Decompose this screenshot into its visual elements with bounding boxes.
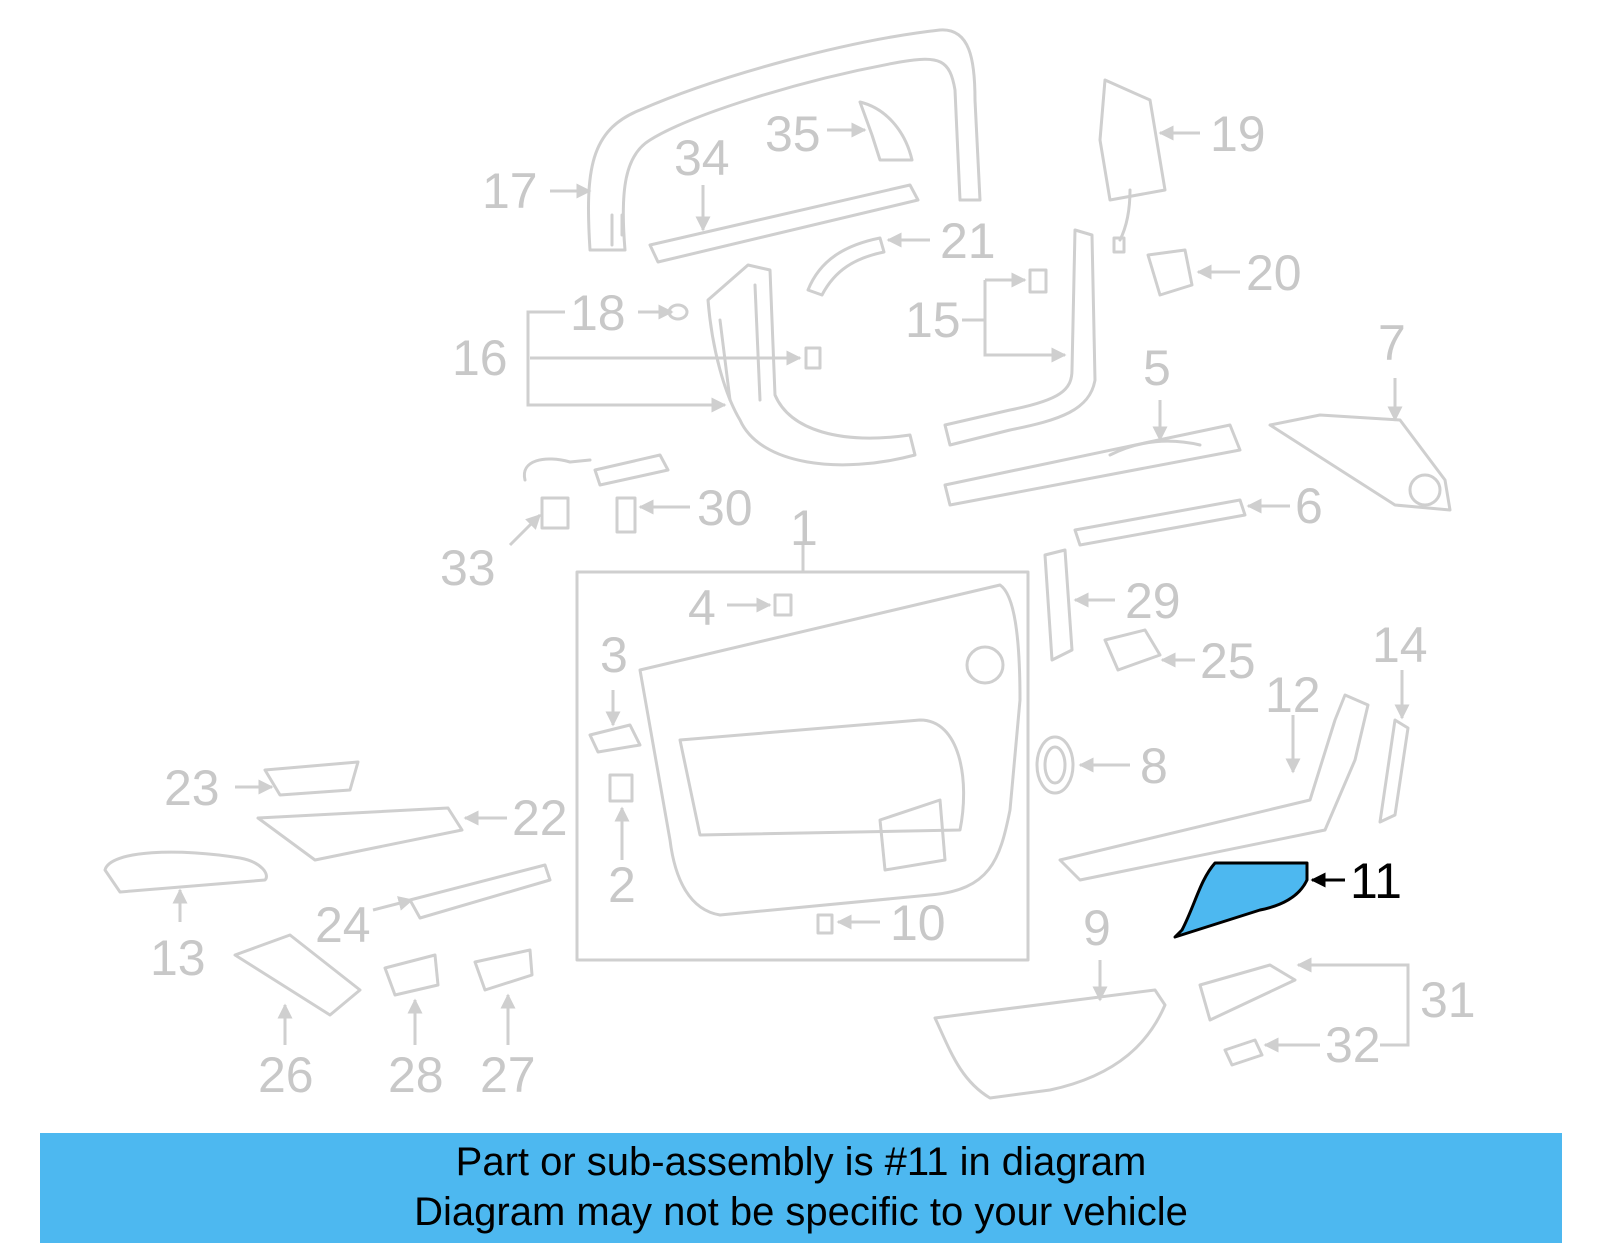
callout-3: 3 [600,627,628,683]
callout-27: 27 [480,1047,536,1103]
banner-line-2: Diagram may not be specific to your vehi… [414,1190,1188,1234]
callout-24: 24 [315,897,371,953]
part-16-bracket [667,263,917,467]
callout-11: 11 [1350,853,1402,909]
callout-13: 13 [150,930,206,986]
part-13-pull-cup [103,850,268,894]
part-17-window-frame [587,28,982,252]
callout-20: 20 [1246,245,1302,301]
part-33-sensor [522,457,592,530]
part-9-map-pocket [933,988,1167,1100]
part-34-belt-moulding [648,183,920,264]
part-14-strip [1378,718,1410,824]
callout-15: 15 [905,292,961,348]
callout-9: 9 [1083,900,1111,956]
part-6-strip [1073,498,1247,547]
part-32-bulb [1223,1038,1264,1067]
part-19-handle [1098,78,1167,254]
part-26-switch [233,933,362,1017]
part-21-seal [806,236,886,297]
part-28-switch [383,953,440,997]
callout-19: 19 [1210,106,1266,162]
banner-line-1: Part or sub-assembly is #11 in diagram [455,1140,1147,1184]
part-27-switch [473,948,534,992]
callout-14: 14 [1372,617,1428,673]
part-25-switch [1103,628,1162,672]
part-29-trim [1043,548,1074,662]
callout-26: 26 [258,1047,314,1103]
part-23-bezel [263,760,360,797]
callout-34: 34 [674,130,730,186]
callout-29: 29 [1125,573,1181,629]
callout-2: 2 [608,857,636,913]
part-31-handle [1198,963,1297,1022]
callout-33: 33 [440,540,496,596]
callout-10: 10 [890,895,946,951]
callout-12: 12 [1265,667,1321,723]
callout-23: 23 [164,760,220,816]
part-8-tweeter [1035,735,1075,795]
part-11-highlighted[interactable] [1173,861,1309,939]
part-30-switch [593,453,670,534]
callout-25: 25 [1200,633,1256,689]
part-22-switch-panel [256,806,464,862]
callout-7: 7 [1378,315,1406,371]
leader-lines [172,122,1410,1053]
part-5-trim [943,423,1242,507]
part-1-door-panel [575,570,1030,962]
callout-31: 31 [1420,972,1476,1028]
callout-17: 17 [482,163,538,219]
part-3-pocket [588,723,642,754]
callout-30: 30 [697,480,753,536]
part-35-mirror-patch [858,100,914,162]
callout-32: 32 [1325,1017,1381,1073]
callout-21: 21 [940,213,996,269]
callout-18: 18 [570,285,626,341]
part-2-clip [608,773,634,803]
info-banner: Part or sub-assembly is #11 in diagram D… [40,1133,1562,1243]
part-24-strip [408,863,552,920]
part-7-speaker-grille [1268,413,1452,512]
part-20-clip [1146,248,1194,297]
callout-16: 16 [452,330,508,386]
callout-28: 28 [388,1047,444,1103]
callout-5: 5 [1143,340,1171,396]
part-12-armrest [1058,693,1370,882]
part-4-clip [773,593,793,617]
callout-6: 6 [1295,478,1323,534]
callout-labels: 1 2 3 4 5 6 7 8 9 10 11 12 13 14 15 16 1… [150,106,1476,1103]
callout-1: 1 [790,500,818,556]
callout-35: 35 [765,106,821,162]
callout-22: 22 [512,790,568,846]
part-15-channel [943,228,1097,447]
part-10-clip [816,913,834,935]
callout-4: 4 [688,580,716,636]
callout-8: 8 [1140,738,1168,794]
